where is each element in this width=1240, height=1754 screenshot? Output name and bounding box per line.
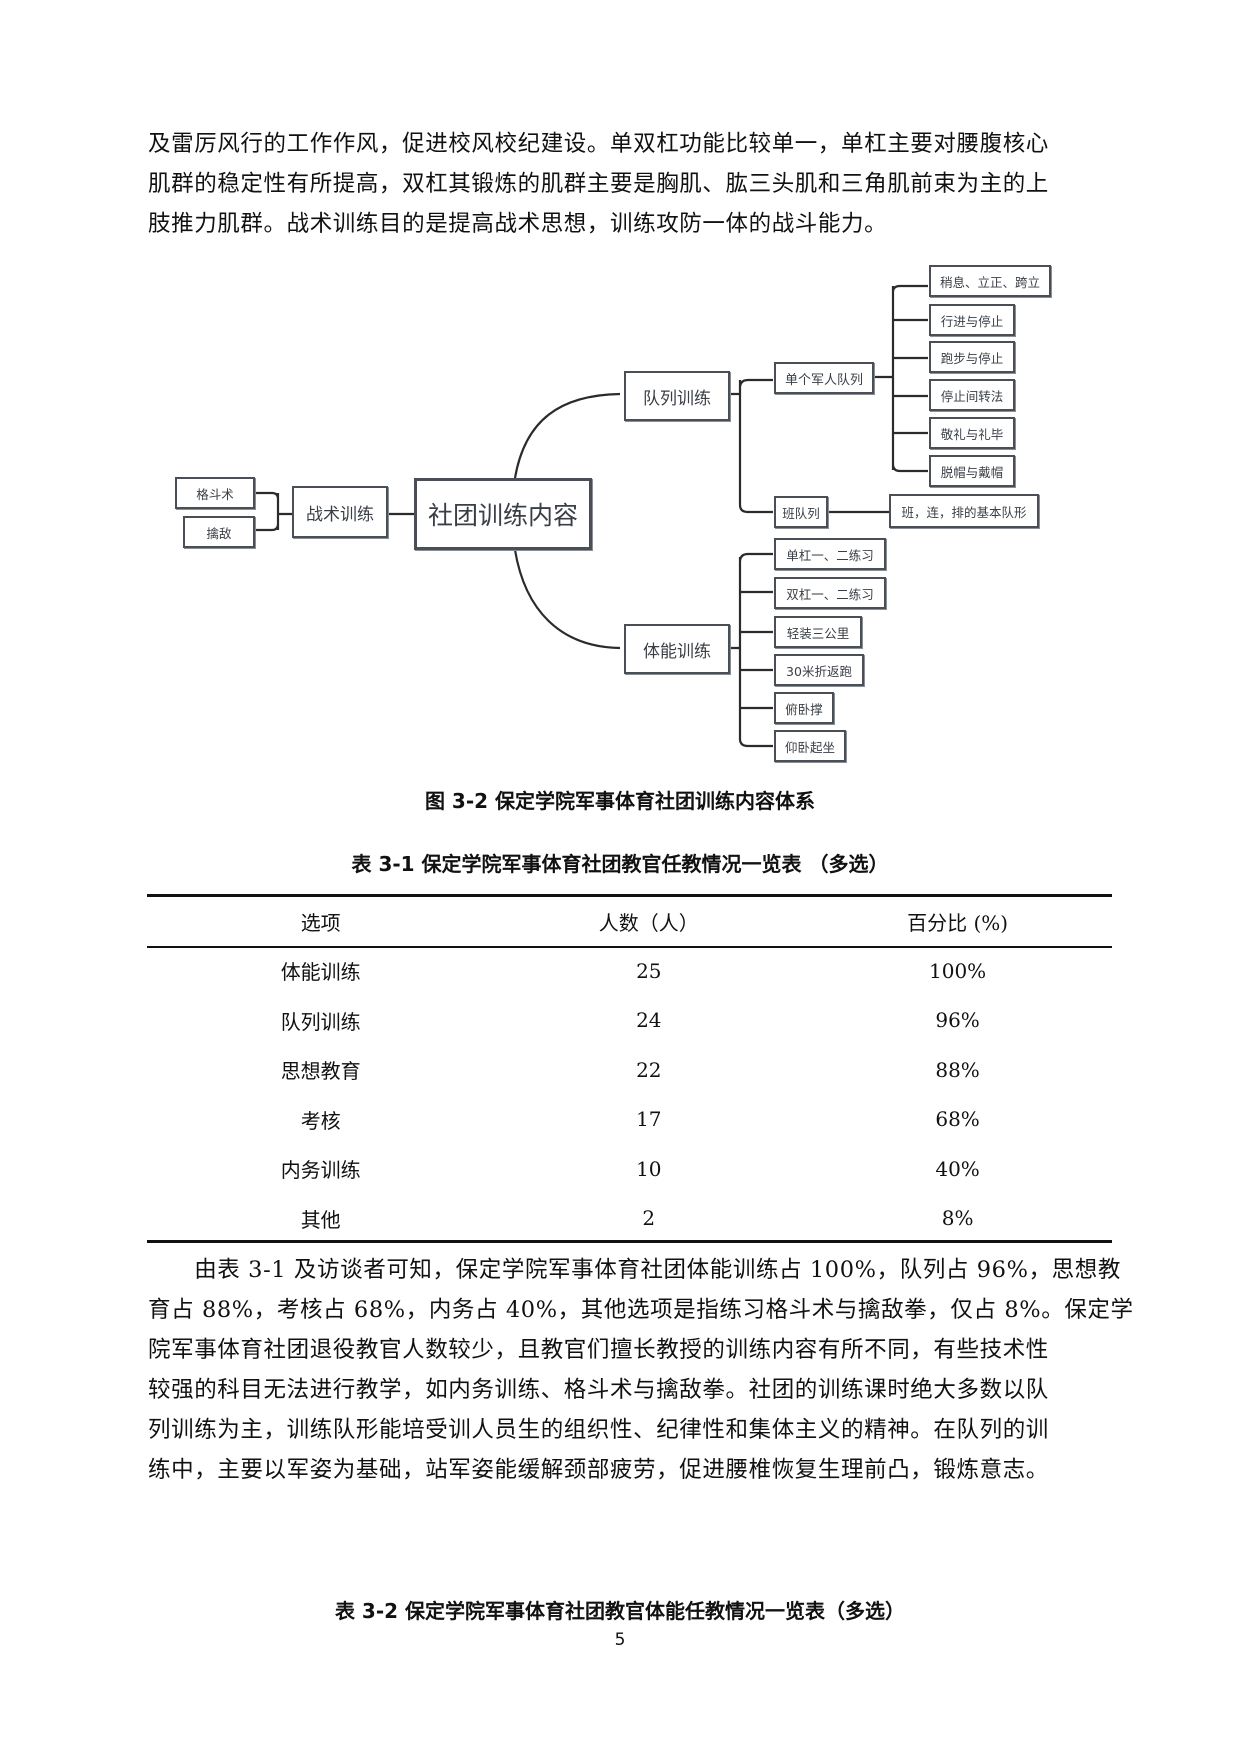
root-label: 社团训练内容 xyxy=(427,501,578,530)
cell-count: 22 xyxy=(636,1057,662,1082)
cell-option: 其他 xyxy=(300,1207,341,1232)
diagram-node-tactics: 战术训练 xyxy=(292,486,388,538)
cell-count: 2 xyxy=(642,1206,656,1231)
table-row: 考核 17 68% xyxy=(147,1095,1112,1145)
node-label: 班队列 xyxy=(782,505,820,521)
node-label: 行进与停止 xyxy=(940,313,1004,329)
cell-option: 考核 xyxy=(300,1108,341,1133)
table-header-rule xyxy=(147,946,1112,948)
diagram-connectors xyxy=(255,284,928,748)
diagram-leaf-drill: 脱帽与戴帽 xyxy=(929,455,1015,487)
node-label: 擒敌 xyxy=(206,525,232,541)
table-row: 其他 2 8% xyxy=(147,1194,1112,1244)
node-label: 队列训练 xyxy=(643,388,711,409)
cell-count: 25 xyxy=(636,958,662,983)
diagram-leaf-drill: 稍息、立正、跨立 xyxy=(929,265,1051,297)
column-header-option: 选项 xyxy=(300,910,341,935)
node-label: 停止间转法 xyxy=(940,388,1004,404)
diagram-node-drill: 队列训练 xyxy=(624,371,730,421)
diagram-leaf-fitness: 双杠一、二练习 xyxy=(774,577,886,609)
node-label: 跑步与停止 xyxy=(940,350,1004,366)
diagram-node-fighting: 格斗术 xyxy=(175,477,255,509)
cell-percent: 100% xyxy=(929,958,987,983)
cell-count: 24 xyxy=(636,1008,662,1033)
node-label: 体能训练 xyxy=(643,641,711,662)
diagram-leaf-fitness: 轻装三公里 xyxy=(774,616,862,648)
node-label: 俯卧撑 xyxy=(785,701,823,717)
training-content-diagram: 社团训练内容 战术训练 格斗术 擒敌 队列训练 单个军人队列 稍息、立正、跨立 … xyxy=(0,0,1240,780)
paragraph-line: 及雷厉风行的工作作风，促进校风校纪建设。单双杠功能比较单一，单杠主要对腰腹核心 xyxy=(148,131,1049,157)
figure-caption: 图 3-2 保定学院军事体育社团训练内容体系 xyxy=(424,789,816,813)
table-row: 内务训练 10 40% xyxy=(147,1144,1112,1194)
table-instructor-teaching: 选项 人数（人） 百分比 (%) 体能训练 25 100% 队列训练 24 96… xyxy=(147,896,1112,1243)
node-label: 单杠一、二练习 xyxy=(786,547,874,563)
column-header-count: 人数（人） xyxy=(598,910,699,935)
page-number: 5 xyxy=(614,1630,626,1650)
paragraph-line: 院军事体育社团退役教官人数较少，且教官们擅长教授的训练内容有所不同，有些技术性 xyxy=(148,1337,1049,1363)
diagram-leaf-drill: 敬礼与礼毕 xyxy=(929,417,1015,449)
column-header-percent: 百分比 (%) xyxy=(907,910,1009,935)
node-label: 敬礼与礼毕 xyxy=(940,426,1004,442)
node-label: 单个军人队列 xyxy=(784,372,863,388)
node-label: 仰卧起坐 xyxy=(784,739,835,755)
paragraph-line: 练中，主要以军姿为基础，站军姿能缓解颈部疲劳，促进腰椎恢复生理前凸，锻炼意志。 xyxy=(148,1457,1049,1483)
paragraph-line: 列训练为主，训练队形能培受训人员生的组织性、纪律性和集体主义的精神。在队列的训 xyxy=(148,1417,1049,1443)
diagram-leaf-drill: 跑步与停止 xyxy=(929,341,1015,373)
paragraph-line: 育占 88%，考核占 68%，内务占 40%，其他选项是指练习格斗术与擒敌拳，仅… xyxy=(148,1297,1134,1323)
cell-percent: 8% xyxy=(941,1206,974,1231)
table-row: 体能训练 25 100% xyxy=(147,946,1112,996)
diagram-leaf-fitness: 仰卧起坐 xyxy=(774,730,846,762)
diagram-node-capture: 擒敌 xyxy=(183,516,255,548)
cell-count: 17 xyxy=(636,1107,662,1132)
paragraph-line: 肢推力肌群。战术训练目的是提高战术思想，训练攻防一体的战斗能力。 xyxy=(148,211,888,237)
table-1-caption: 表 3-1 保定学院军事体育社团教官任教情况一览表 （多选） xyxy=(351,852,889,876)
diagram-leaf-fitness: 单杠一、二练习 xyxy=(774,538,886,570)
node-label: 轻装三公里 xyxy=(786,625,850,641)
diagram-node-squad: 班队列 xyxy=(774,496,828,528)
diagram-root-node: 社团训练内容 xyxy=(414,478,592,550)
cell-option: 思想教育 xyxy=(280,1059,361,1084)
diagram-leaf-fitness: 俯卧撑 xyxy=(774,692,834,724)
node-label: 格斗术 xyxy=(196,486,234,502)
node-label: 30米折返跑 xyxy=(786,663,852,679)
table-header-row: 选项 人数（人） 百分比 (%) xyxy=(147,896,1112,946)
diagram-leaf-drill: 行进与停止 xyxy=(929,304,1015,336)
diagram-node-single-soldier: 单个军人队列 xyxy=(774,362,874,394)
node-label: 班，连，排的基本队形 xyxy=(901,504,1027,520)
diagram-node-fitness: 体能训练 xyxy=(624,624,730,674)
diagram-leaf-squad: 班，连，排的基本队形 xyxy=(889,494,1039,528)
table-row: 队列训练 24 96% xyxy=(147,996,1112,1046)
cell-option: 体能训练 xyxy=(280,960,361,985)
cell-percent: 96% xyxy=(935,1008,980,1033)
node-label: 双杠一、二练习 xyxy=(786,586,874,602)
table-bottom-rule xyxy=(147,1240,1112,1243)
cell-option: 队列训练 xyxy=(280,1009,361,1034)
node-label: 战术训练 xyxy=(306,504,374,525)
diagram-leaf-drill: 停止间转法 xyxy=(929,379,1015,411)
node-label: 稍息、立正、跨立 xyxy=(939,274,1040,290)
cell-percent: 68% xyxy=(935,1107,980,1132)
cell-option: 内务训练 xyxy=(280,1158,361,1183)
paragraph-line: 肌群的稳定性有所提高，双杠其锻炼的肌群主要是胸肌、肱三头肌和三角肌前束为主的上 xyxy=(148,171,1049,197)
table-top-rule xyxy=(147,894,1112,897)
cell-percent: 40% xyxy=(935,1156,980,1181)
body-paragraph-top: 及雷厉风行的工作作风，促进校风校纪建设。单双杠功能比较单一，单杠主要对腰腹核心 … xyxy=(148,124,1113,244)
node-label: 脱帽与戴帽 xyxy=(940,464,1004,480)
cell-count: 10 xyxy=(636,1156,662,1181)
paragraph-line: 较强的科目无法进行教学，如内务训练、格斗术与擒敌拳。社团的训练课时绝大多数以队 xyxy=(148,1377,1049,1403)
cell-percent: 88% xyxy=(935,1057,980,1082)
table-2-caption: 表 3-2 保定学院军事体育社团教官体能任教情况一览表（多选） xyxy=(334,1599,906,1623)
body-paragraph-bottom: 由表 3-1 及访谈者可知，保定学院军事体育社团体能训练占 100%，队列占 9… xyxy=(148,1250,1134,1490)
table-row: 思想教育 22 88% xyxy=(147,1045,1112,1095)
paragraph-line: 由表 3-1 及访谈者可知，保定学院军事体育社团体能训练占 100%，队列占 9… xyxy=(148,1257,1121,1283)
diagram-leaf-fitness: 30米折返跑 xyxy=(774,654,864,686)
